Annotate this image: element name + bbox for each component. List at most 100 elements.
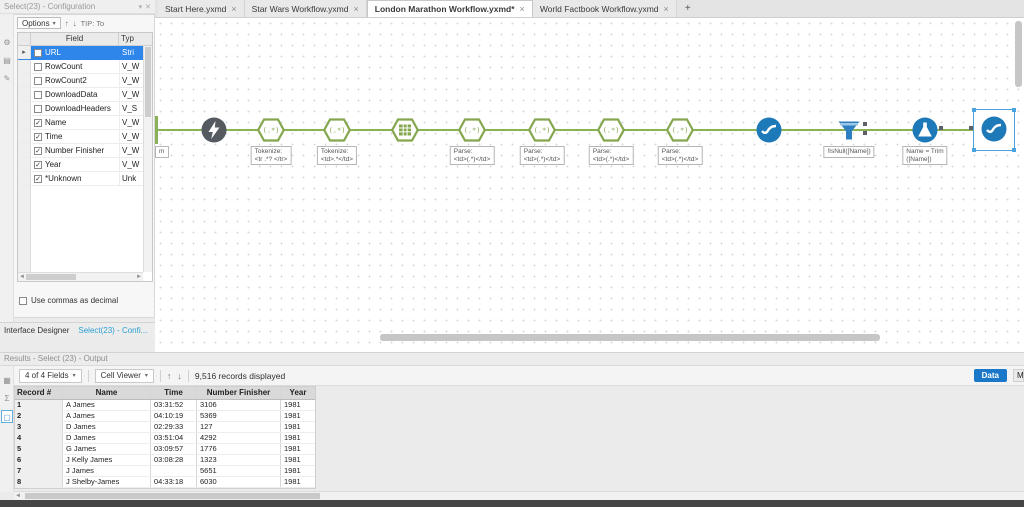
field-checkbox[interactable]: ✓ bbox=[34, 146, 42, 155]
selection-handle[interactable] bbox=[972, 108, 976, 112]
tool-annotation: !IsNull([Name]) bbox=[823, 146, 875, 158]
formula-tool[interactable] bbox=[911, 116, 939, 144]
panel-caret-icon[interactable]: ▾ bbox=[138, 3, 143, 11]
canvas-vertical-scrollbar[interactable] bbox=[1015, 21, 1022, 87]
scrollbar-thumb[interactable] bbox=[25, 493, 320, 499]
tag-icon[interactable]: ▤ bbox=[3, 56, 11, 65]
options-button[interactable]: Options ▾ bbox=[17, 17, 61, 29]
column-header[interactable]: Time bbox=[151, 387, 197, 399]
time-cell bbox=[151, 466, 197, 476]
scroll-left-icon[interactable]: ◄ bbox=[15, 493, 21, 499]
field-type: V_W bbox=[119, 116, 143, 129]
tab-close-icon[interactable]: × bbox=[663, 3, 669, 14]
filter-tool[interactable] bbox=[835, 116, 863, 144]
document-view-icon[interactable]: ▢ bbox=[1, 410, 13, 423]
panel-close-icon[interactable]: ✕ bbox=[145, 3, 151, 11]
workflow-canvas[interactable]: m(.*)Tokenize:<tr .*? </tr>(.*)Tokenize:… bbox=[155, 18, 1024, 352]
canvas-horizontal-scrollbar[interactable] bbox=[380, 334, 880, 341]
tab-interface-designer[interactable]: Interface Designer bbox=[4, 326, 70, 335]
fields-dropdown[interactable]: 4 of 4 Fields ▾ bbox=[19, 368, 82, 383]
results-horizontal-scrollbar[interactable]: ◄ bbox=[14, 491, 1024, 500]
data-view-tab[interactable]: Data bbox=[973, 369, 1007, 382]
selection-handle[interactable] bbox=[972, 148, 976, 152]
regex-parse-tool[interactable]: (.*) bbox=[527, 116, 557, 144]
field-checkbox[interactable] bbox=[34, 90, 42, 99]
column-header[interactable]: Name bbox=[63, 387, 151, 399]
workflow-tab[interactable]: Star Wars Workflow.yxmd× bbox=[244, 0, 367, 17]
field-checkbox[interactable]: ✓ bbox=[34, 132, 42, 141]
move-field-down-icon[interactable]: ↓ bbox=[72, 18, 77, 28]
scrollbar-thumb[interactable] bbox=[145, 47, 151, 117]
field-column-header[interactable]: Field bbox=[31, 33, 119, 45]
selected-tool-box[interactable] bbox=[972, 108, 1016, 152]
sort-down-icon[interactable]: ↓ bbox=[177, 370, 182, 381]
year-cell: 1981 bbox=[284, 455, 301, 464]
tab-select23-configuration[interactable]: Select(23) - Confi... bbox=[78, 326, 148, 335]
selection-handle[interactable] bbox=[1012, 148, 1016, 152]
sort-up-icon[interactable]: ↑ bbox=[166, 370, 172, 381]
field-checkbox[interactable]: ✓ bbox=[34, 118, 42, 127]
field-checkbox[interactable] bbox=[34, 104, 42, 113]
time-cell: 03:51:04 bbox=[151, 433, 197, 443]
field-checkbox[interactable] bbox=[34, 48, 42, 57]
regex-parse-tool[interactable]: (.*) bbox=[596, 116, 626, 144]
pencil-icon[interactable]: ✎ bbox=[3, 74, 11, 83]
workflow-tab[interactable]: World Factbook Workflow.yxmd× bbox=[532, 0, 677, 17]
column-header[interactable]: Year bbox=[289, 388, 307, 397]
use-commas-checkbox[interactable] bbox=[19, 296, 27, 305]
regex-parse-tool[interactable]: (.*) bbox=[665, 116, 695, 144]
selection-handle[interactable] bbox=[1012, 108, 1016, 112]
regex-tokenize-tool[interactable]: (.*) bbox=[322, 116, 352, 144]
year-cell: 1981 bbox=[284, 477, 301, 486]
regex-tokenize-tool[interactable]: (.*) bbox=[256, 116, 286, 144]
field-checkbox[interactable] bbox=[34, 62, 42, 71]
regex-parse-tool[interactable]: (.*) bbox=[457, 116, 487, 144]
field-checkbox[interactable]: ✓ bbox=[34, 174, 42, 183]
wrench-icon[interactable]: ⚙ bbox=[3, 38, 11, 47]
new-workflow-tab-button[interactable]: + bbox=[684, 3, 691, 14]
field-checkbox[interactable] bbox=[34, 76, 42, 85]
scrollbar-thumb[interactable] bbox=[26, 274, 76, 280]
text-to-columns-tool[interactable] bbox=[390, 116, 420, 144]
workflow-tab[interactable]: Start Here.yxmd× bbox=[158, 0, 245, 17]
field-checkbox[interactable]: ✓ bbox=[34, 160, 42, 169]
sigma-icon[interactable]: Σ bbox=[4, 394, 10, 403]
column-header[interactable]: Record # bbox=[15, 387, 63, 399]
cell-viewer-dropdown[interactable]: Cell Viewer ▾ bbox=[94, 368, 154, 383]
type-column-header[interactable]: Typ bbox=[121, 34, 134, 43]
scroll-right-icon[interactable]: ► bbox=[136, 274, 142, 280]
records-count-text: 9,516 records displayed bbox=[194, 370, 286, 381]
tab-close-icon[interactable]: × bbox=[353, 3, 359, 14]
column-header[interactable]: Number Finisher bbox=[197, 387, 281, 399]
download-tool[interactable] bbox=[200, 116, 228, 144]
field-table-horizontal-scrollbar[interactable]: ◄ ► bbox=[18, 272, 143, 281]
grid-view-icon[interactable]: ▦ bbox=[3, 376, 11, 385]
row-indicator bbox=[18, 130, 31, 143]
workflow-tab[interactable]: London Marathon Workflow.yxmd*× bbox=[366, 0, 533, 17]
tab-close-icon[interactable]: × bbox=[519, 4, 525, 14]
scroll-left-icon[interactable]: ◄ bbox=[19, 274, 25, 280]
metadata-view-tab[interactable]: M bbox=[1013, 369, 1024, 382]
tab-close-icon[interactable]: × bbox=[231, 3, 237, 14]
move-field-up-icon[interactable]: ↑ bbox=[64, 18, 69, 28]
field-table-vertical-scrollbar[interactable] bbox=[143, 46, 152, 272]
select-tool[interactable] bbox=[755, 116, 783, 144]
